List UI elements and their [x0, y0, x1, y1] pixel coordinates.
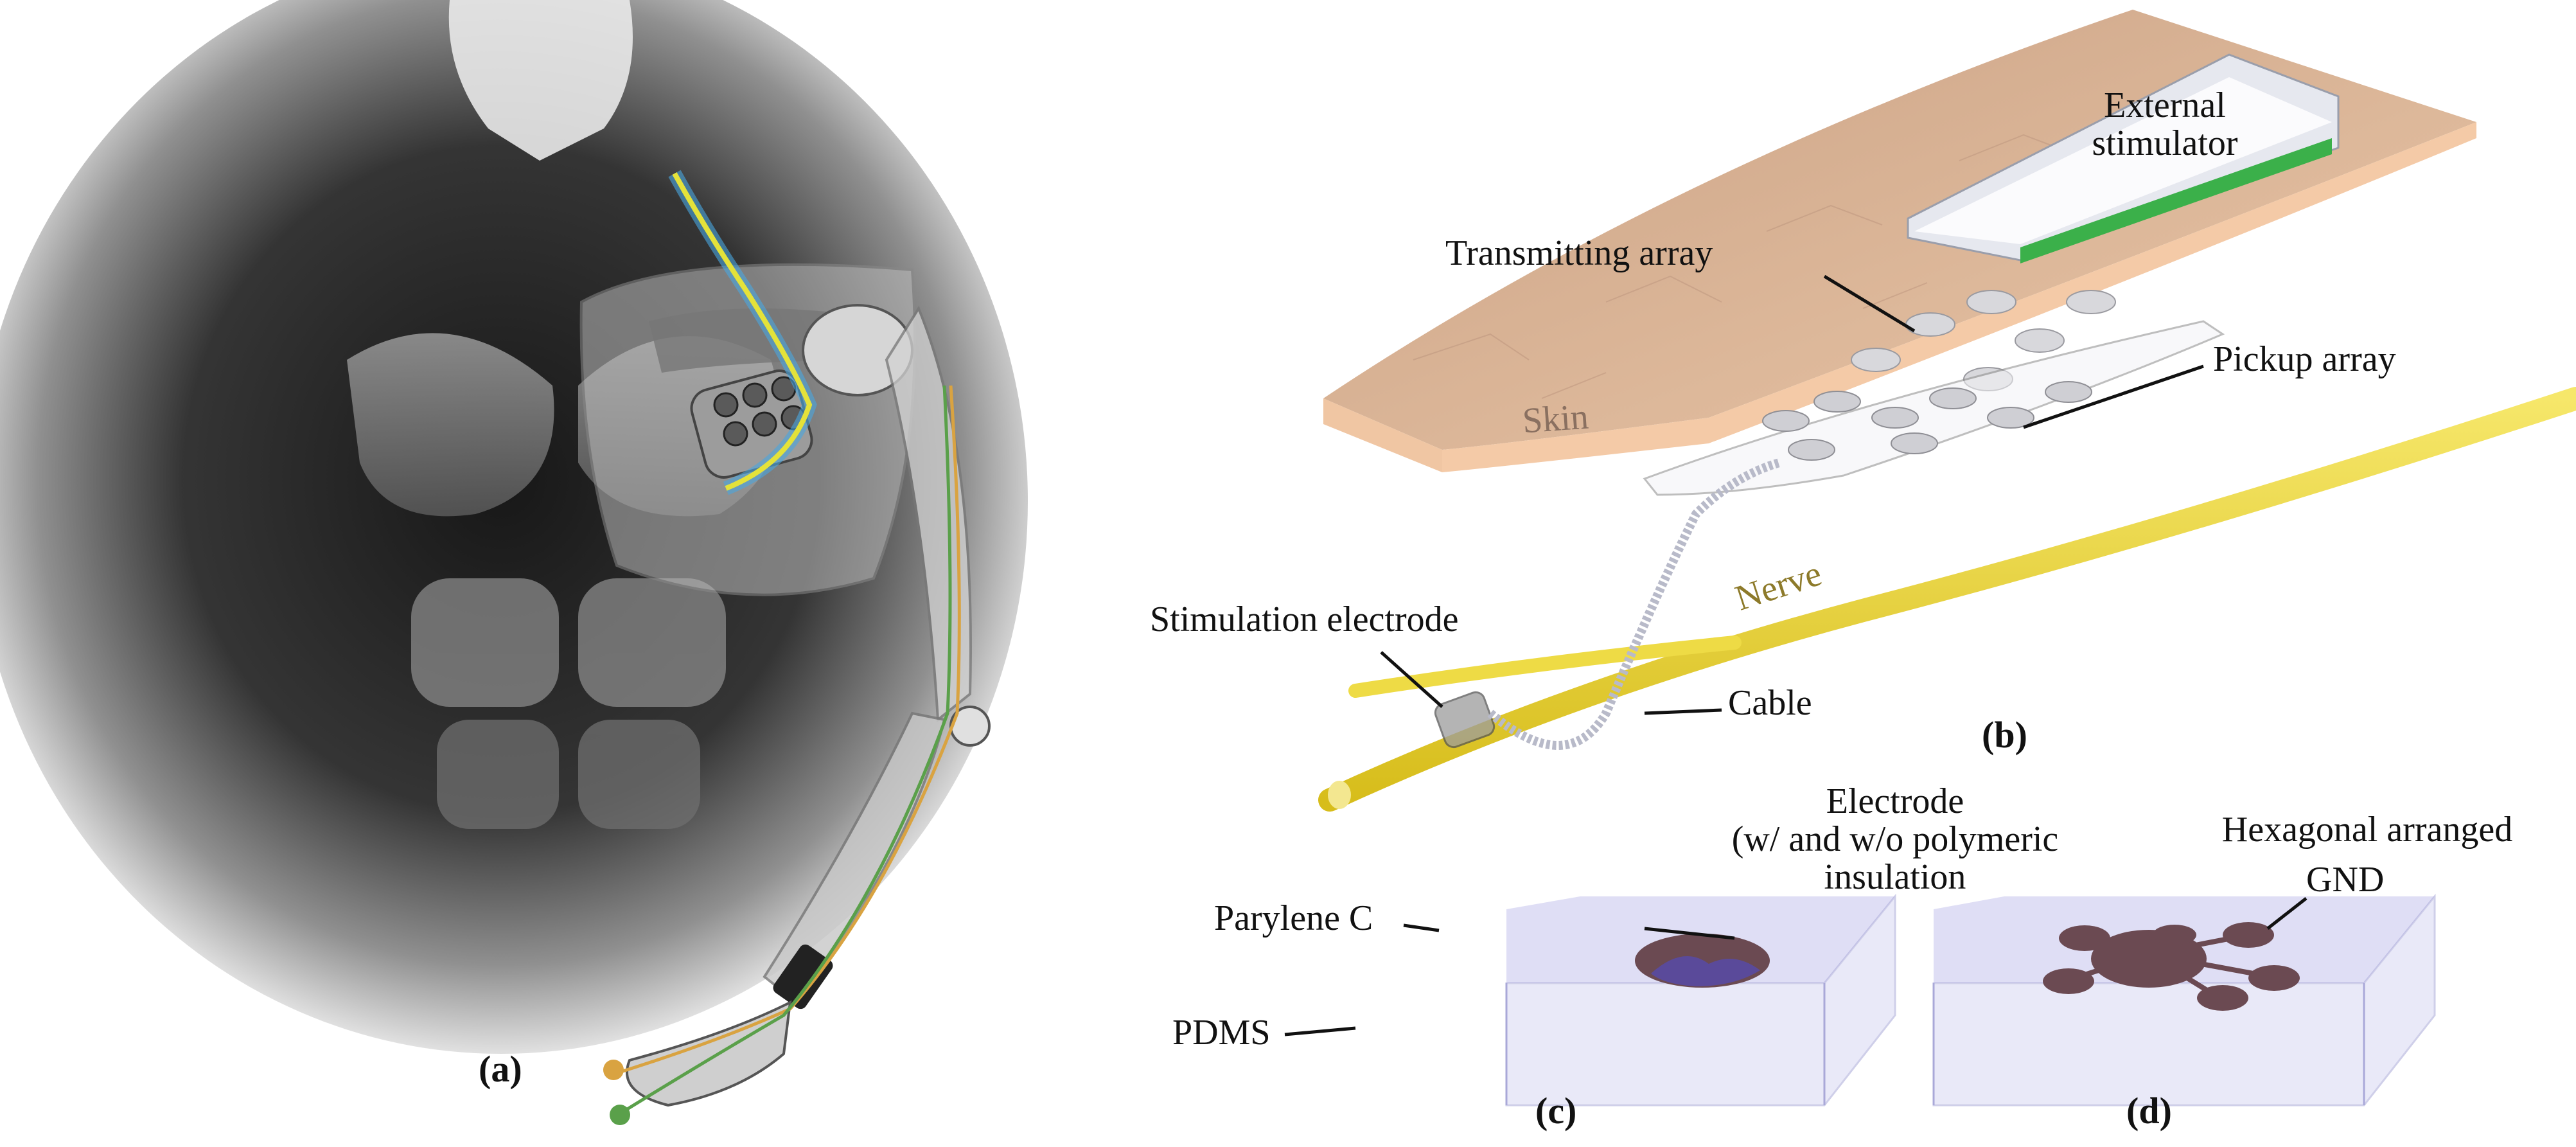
electrode-label-line1: Electrode — [1826, 781, 1964, 821]
panel-c-leader-lines — [1284, 923, 1735, 1036]
panel-d-tag: (d) — [2126, 1090, 2172, 1132]
panel-d-leader-line — [2266, 897, 2307, 930]
nerve-path — [672, 172, 813, 491]
torso-silhouette — [0, 0, 1028, 1054]
nerve-cross-section — [1328, 781, 1351, 809]
panel-b-illustration — [1318, 10, 2576, 812]
skin-slab-top — [1323, 10, 2476, 450]
external-stimulator-top — [1914, 77, 2332, 244]
sensor-green — [610, 1105, 630, 1125]
wrist-unit — [773, 944, 833, 1009]
left-pectoral — [347, 333, 554, 517]
panel-b-tag: (b) — [1982, 714, 2027, 756]
stimulation-electrode-cuff — [1434, 691, 1495, 749]
nerve-branch — [1348, 636, 1742, 698]
skin-texture — [1413, 134, 2185, 399]
electrode-label-line3: insulation — [1824, 857, 1966, 897]
panel-c-tag: (c) — [1535, 1090, 1577, 1132]
electrode-label-line2: (w/ and w/o polymeric — [1731, 819, 2059, 859]
electrode-label: Electrode (w/ and w/o polymeric insulati… — [1715, 783, 2075, 896]
pickup-array-electrodes — [1762, 381, 2092, 461]
hexagonal-label: Hexagonal arranged — [2221, 810, 2513, 849]
external-stimulator-label: External stimulator — [2062, 87, 2268, 163]
prosthetic-hand — [626, 1000, 792, 1107]
stimulation-electrode-label: Stimulation electrode — [1150, 600, 1459, 639]
parylene-label: Parylene C — [1214, 898, 1373, 938]
skin-label: Skin — [1521, 396, 1590, 441]
panel-b-leader-lines — [1380, 274, 2204, 715]
skin-slab-edge-left — [1323, 398, 1442, 472]
hexagonal-gnd-electrodes — [2043, 922, 2300, 1011]
implant-electrodes — [713, 376, 806, 447]
wire-orange — [616, 385, 961, 1075]
panel-c-illustration — [1284, 893, 1896, 1107]
cable-label: Cable — [1728, 683, 1812, 723]
external-stimulator-label-line2: stimulator — [2092, 123, 2238, 163]
sensor-orange — [603, 1060, 624, 1080]
neck — [448, 0, 633, 161]
pickup-array-label: Pickup array — [2213, 339, 2396, 379]
wire-green — [622, 385, 952, 1114]
panel-d-illustration — [1932, 893, 2436, 1107]
panel-a-illustration — [0, 0, 1028, 1147]
gnd-label: GND — [2306, 860, 2385, 900]
pdms-label: PDMS — [1172, 1013, 1271, 1053]
electrode-insulation — [1651, 956, 1760, 986]
panel-a-tag: (a) — [479, 1048, 522, 1090]
external-stimulator-label-line1: External — [2104, 85, 2226, 125]
external-stimulator-green-layer — [2020, 138, 2332, 263]
cable — [1487, 458, 1781, 750]
abdominal-muscles — [411, 578, 726, 829]
transmitting-array-label: Transmitting array — [1445, 233, 1713, 273]
